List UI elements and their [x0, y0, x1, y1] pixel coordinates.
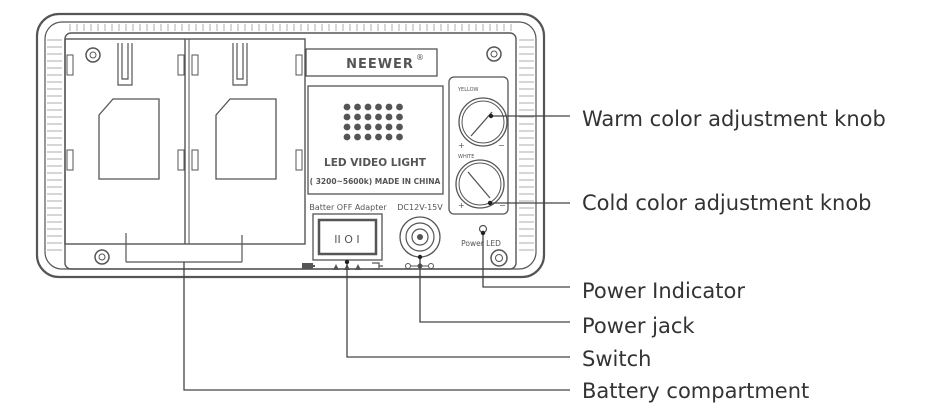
cold-color-knob[interactable]	[455, 159, 505, 209]
panel-title: LED VIDEO LIGHT	[324, 157, 427, 169]
plug-icon	[372, 262, 383, 270]
knob-white-label: WHITE	[458, 154, 474, 160]
led-dot	[364, 113, 372, 121]
led-dot	[343, 103, 351, 111]
led-dot	[354, 133, 361, 141]
led-dot	[354, 103, 361, 111]
cold-knob-plus: +	[458, 201, 465, 210]
callout-switch: Switch	[582, 347, 651, 371]
callout-power-jack: Power jack	[582, 314, 695, 338]
led-dot	[354, 123, 361, 131]
switch-label: Batter OFF Adapter	[309, 203, 387, 212]
led-dot	[364, 103, 372, 111]
led-dot	[396, 103, 403, 111]
screw-icon	[486, 46, 502, 62]
screw-icon	[490, 249, 508, 267]
panel-subtitle: ( 3200~5600k) MADE IN CHINA	[310, 177, 441, 186]
battery-icon	[302, 263, 315, 269]
led-dot	[396, 133, 403, 141]
led-dot-grid	[343, 103, 403, 141]
leader-dots	[344, 113, 494, 265]
cooling-ribs	[47, 24, 534, 251]
led-dot	[354, 113, 361, 121]
brand-registered-mark: ®	[416, 53, 424, 62]
led-dot	[375, 113, 382, 121]
led-dot	[375, 103, 382, 111]
knob-panel	[448, 76, 509, 215]
led-dot	[343, 113, 351, 121]
housing-outline	[35, 12, 546, 279]
led-dot	[343, 123, 351, 131]
warm-knob-minus: −	[498, 141, 505, 150]
led-dot	[343, 133, 351, 141]
led-dot	[396, 113, 403, 121]
screw-icon	[85, 47, 101, 63]
warm-knob-plus: +	[458, 141, 465, 150]
warm-color-knob[interactable]	[458, 97, 508, 147]
callout-cold-knob: Cold color adjustment knob	[582, 191, 872, 215]
power-switch[interactable]	[317, 218, 378, 256]
callout-battery-compartment: Battery compartment	[582, 379, 809, 403]
power-led-label: Power LED	[461, 239, 501, 248]
callout-power-indicator: Power Indicator	[582, 279, 745, 303]
brand-plate	[305, 48, 438, 77]
callout-warm-knob: Warm color adjustment knob	[582, 107, 886, 131]
brand-name: NEEWER	[346, 57, 414, 72]
led-dot	[364, 123, 372, 131]
led-dot	[385, 133, 393, 141]
leader-lines	[183, 115, 570, 391]
knob-yellow-label: YELLOW	[457, 87, 479, 93]
led-dot	[396, 123, 403, 131]
led-dot	[375, 123, 382, 131]
cold-knob-minus: −	[499, 201, 506, 210]
switch-glyph: II O I	[334, 233, 359, 246]
dc-label: DC12V-15V	[397, 203, 443, 212]
dc-power-jack[interactable]	[399, 216, 441, 258]
battery-compartment	[64, 38, 306, 263]
led-dot	[385, 113, 393, 121]
info-panel	[307, 85, 444, 195]
led-dot	[385, 123, 393, 131]
led-dot	[385, 103, 393, 111]
screw-icon	[94, 249, 110, 265]
led-dot	[364, 133, 372, 141]
led-dot	[375, 133, 382, 141]
